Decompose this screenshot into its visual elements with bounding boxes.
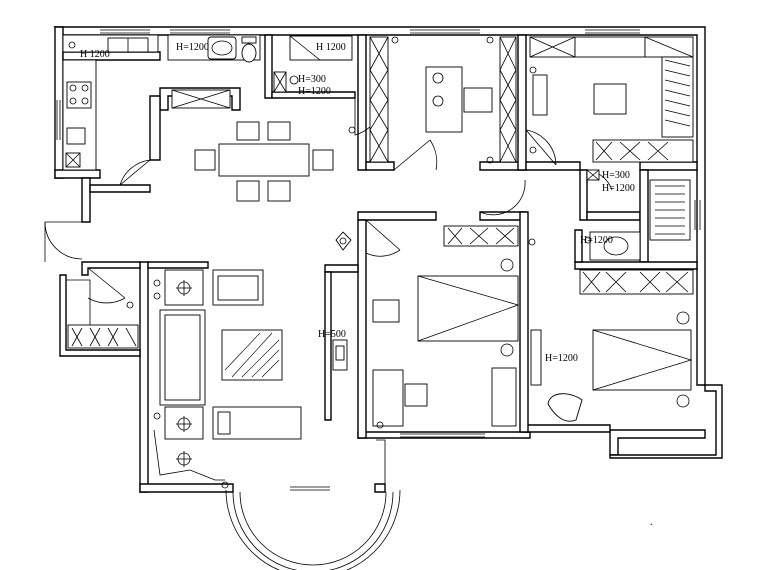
stove-icon	[66, 81, 92, 109]
bathroom-1: H=1200 H 1200 H=300 H=1200	[167, 34, 353, 97]
doors	[44, 98, 613, 304]
height-label: H=300	[602, 170, 630, 181]
height-label: H=500	[318, 329, 346, 340]
kitchen: H 1200	[62, 34, 159, 171]
windows	[56, 29, 701, 491]
height-label: H 1200	[80, 49, 110, 60]
height-label: H=1200	[602, 183, 635, 194]
dining-area	[171, 89, 334, 202]
study-room	[348, 36, 517, 164]
middle-bedroom	[372, 225, 536, 429]
stray-mark: .	[650, 517, 653, 528]
toilet-icon	[241, 36, 257, 63]
bay-window-arc	[225, 439, 401, 570]
living-room: H=500	[153, 231, 352, 489]
coffee-table-hatch	[224, 332, 280, 378]
height-label: H=1200	[580, 235, 613, 246]
height-label: H=1200	[545, 353, 578, 364]
interior-walls	[62, 34, 698, 439]
height-label: H=300	[298, 74, 326, 85]
height-label: H=1200	[298, 86, 331, 97]
bathroom-2: H=300 H=1200 H=1200	[580, 169, 691, 261]
master-bedroom: H=1200	[530, 269, 694, 422]
left-balcony	[66, 279, 139, 349]
height-label: H 1200	[316, 42, 346, 53]
height-label: H=1200	[176, 42, 209, 53]
bedroom-top-right	[529, 36, 694, 163]
